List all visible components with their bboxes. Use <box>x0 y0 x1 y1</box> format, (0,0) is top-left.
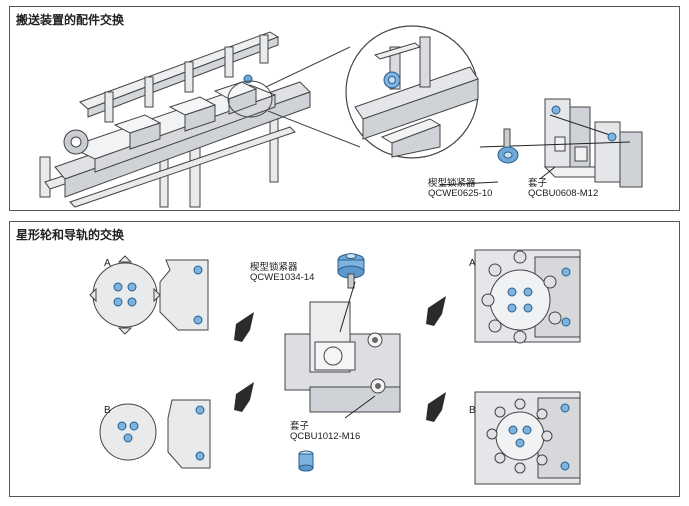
wedge-clamp-code: QCWE0625-10 <box>428 188 493 199</box>
conveyor-illustration <box>39 25 643 208</box>
variant-a-label-right: A <box>469 258 476 269</box>
bushing-code-2: QCBU1012-M16 <box>290 431 361 442</box>
conveyor-panel: 搬送装置的配件交换 <box>9 6 680 211</box>
conveyor-panel-title: 搬送装置的配件交换 <box>16 13 125 27</box>
starwheel-illustration <box>89 249 581 485</box>
starwheel-panel: 星形轮和导轨的交换 <box>9 221 680 497</box>
bushing-code: QCBU0608-M12 <box>528 188 599 199</box>
wedge-clamp-code-2: QCWE1034-14 <box>250 272 315 283</box>
variant-a-label-left: A <box>104 258 111 269</box>
wedge-clamp-label: 楔型锁紧器 <box>428 178 476 189</box>
variant-b-label-left: B <box>104 405 111 416</box>
bushing-label-2: 套子 <box>290 421 310 432</box>
variant-b-label-right: B <box>469 405 476 416</box>
wedge-clamp-label-2: 楔型锁紧器 <box>250 262 298 273</box>
starwheel-panel-title: 星形轮和导轨的交换 <box>16 228 125 242</box>
bushing-label: 套子 <box>528 178 548 189</box>
